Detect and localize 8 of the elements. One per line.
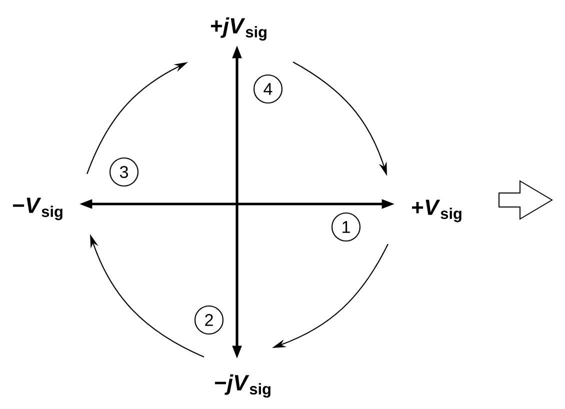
axis-label: −V$_{sig}$ — [13, 198, 62, 220]
circled-number: 2 — [194, 305, 224, 335]
circled-number: 3 — [109, 157, 139, 187]
axis-label: +jV$_{sig}$ — [210, 17, 266, 41]
axis-label: −jV$_{sig}$ — [214, 374, 270, 398]
circled-number: 4 — [253, 74, 283, 104]
circled-number: 1 — [331, 212, 361, 242]
axis-label: +V$_{sig}$ — [412, 200, 462, 222]
